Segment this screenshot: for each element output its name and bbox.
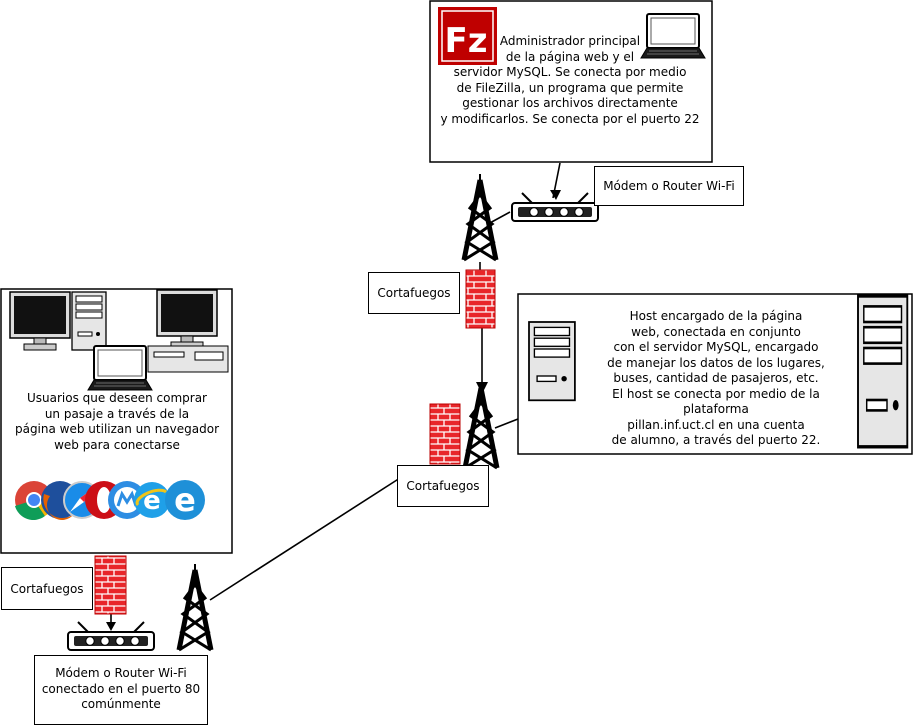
antenna-tower-top-icon [464,174,496,260]
host-server-icon [528,321,576,402]
svg-text:e: e [174,481,196,519]
antenna-tower-left-icon [179,564,211,650]
tower-middle-to-tower-left-line [209,477,401,601]
user-tower-pc-icon [71,291,107,351]
svg-text:Fz: Fz [444,21,487,61]
firewall-middle-icon [429,403,461,465]
host-box [517,293,913,455]
firewall-top-label: Cortafuegos [368,272,460,314]
filezilla-logo-icon: Fz [438,7,497,65]
firewall-top-icon [465,269,496,329]
host-to-tower-middle-line [494,418,519,429]
users-description: Usuarios que deseen comprar un pasaje a … [14,391,220,452]
maxthon-icon [108,481,146,519]
browser-icons: e e [15,480,205,521]
router-bottom-label: Módem o Router Wi-Fi conectado en el pue… [34,655,208,725]
ie-icon: e [134,482,170,518]
edge-icon: e [165,480,205,520]
host-description: Host encargado de la página web, conecta… [607,309,825,447]
host-server-right-icon [856,294,909,449]
firewall-middle-label: Cortafuegos [397,465,489,507]
firewall-left-label: Cortafuegos [1,567,93,610]
user-laptop-icon [87,345,153,391]
antenna-tower-middle-icon [465,382,497,468]
router-top-label: Módem o Router Wi-Fi [594,166,744,206]
svg-text:e: e [143,486,161,516]
user-desktop-icon [147,345,229,373]
admin-description: Administrador principal de la página web… [440,34,700,126]
firewall-left-icon [94,555,127,615]
